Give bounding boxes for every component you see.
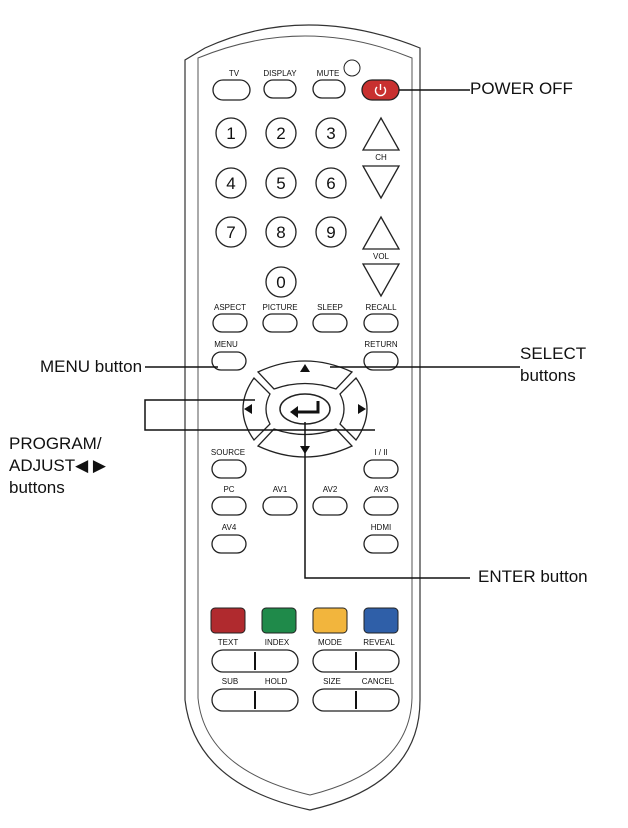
green-key[interactable] (261, 607, 297, 634)
channel-label: CH (375, 153, 387, 162)
program-adjust-leader (144, 399, 375, 431)
callout-lines (144, 89, 520, 579)
digit-5-label: 5 (276, 174, 285, 193)
digit-8-button[interactable] (265, 216, 297, 248)
channel-down-button[interactable] (361, 165, 401, 200)
aspect-label: ASPECT (214, 303, 246, 312)
av3-button[interactable] (363, 496, 399, 516)
digit-0-label: 0 (276, 273, 285, 292)
digit-6-label: 6 (326, 174, 335, 193)
arrow-up-icon (300, 364, 310, 372)
enter-leader (304, 422, 470, 579)
number-pad: 1 2 3 4 5 6 7 8 9 0 (215, 117, 347, 298)
digit-4-button[interactable] (215, 167, 247, 199)
source-button[interactable] (211, 459, 247, 479)
aspect-button[interactable] (212, 313, 248, 333)
volume-down-button[interactable] (361, 263, 401, 298)
pc-label: PC (223, 485, 234, 494)
digit-0-button[interactable] (265, 266, 297, 298)
return-label: RETURN (364, 340, 398, 349)
i-ii-label: I / II (374, 448, 387, 457)
reveal-label: REVEAL (363, 638, 395, 647)
av2-button[interactable] (312, 496, 348, 516)
tv-button[interactable] (212, 79, 251, 101)
hdmi-label: HDMI (371, 523, 391, 532)
power-icon (374, 84, 387, 97)
return-button[interactable] (363, 351, 399, 371)
mode-label: MODE (318, 638, 342, 647)
digit-3-button[interactable] (315, 117, 347, 149)
pc-button[interactable] (211, 496, 247, 516)
mute-label: MUTE (317, 69, 340, 78)
enter-icon (290, 401, 320, 418)
digit-5-button[interactable] (265, 167, 297, 199)
blue-key[interactable] (363, 607, 399, 634)
cancel-label: CANCEL (362, 677, 395, 686)
select-up-button[interactable] (256, 360, 354, 390)
source-label: SOURCE (211, 448, 245, 457)
av1-label: AV1 (273, 485, 288, 494)
digit-9-label: 9 (326, 223, 335, 242)
digit-1-button[interactable] (215, 117, 247, 149)
arrow-left-icon (244, 404, 252, 414)
channel-up-button[interactable] (361, 116, 401, 151)
digit-7-button[interactable] (215, 216, 247, 248)
text-label: TEXT (218, 638, 239, 647)
ir-sensor (343, 59, 361, 77)
menu-button[interactable] (211, 351, 247, 371)
digit-7-label: 7 (226, 223, 235, 242)
tv-label: TV (229, 69, 240, 78)
size-label: SIZE (323, 677, 341, 686)
picture-button[interactable] (262, 313, 298, 333)
index-label: INDEX (265, 638, 290, 647)
recall-button[interactable] (363, 313, 399, 333)
volume-label: VOL (373, 252, 390, 261)
digit-4-label: 4 (226, 174, 235, 193)
digit-2-button[interactable] (265, 117, 297, 149)
av4-label: AV4 (222, 523, 237, 532)
digit-1-label: 1 (226, 124, 235, 143)
digit-2-label: 2 (276, 124, 285, 143)
adjust-left-button[interactable] (242, 376, 271, 442)
picture-label: PICTURE (262, 303, 297, 312)
mute-button[interactable] (312, 79, 346, 99)
digit-3-label: 3 (326, 124, 335, 143)
volume-up-button[interactable] (361, 215, 401, 250)
i-ii-button[interactable] (363, 459, 399, 479)
av2-label: AV2 (323, 485, 338, 494)
sleep-button[interactable] (312, 313, 348, 333)
display-button[interactable] (263, 79, 297, 99)
display-label: DISPLAY (263, 69, 297, 78)
enter-button[interactable] (279, 393, 331, 425)
hold-label: HOLD (265, 677, 287, 686)
menu-label: MENU (214, 340, 238, 349)
av1-button[interactable] (262, 496, 298, 516)
arrow-right-icon (358, 404, 366, 414)
adjust-right-button[interactable] (339, 376, 368, 442)
digit-9-button[interactable] (315, 216, 347, 248)
red-key[interactable] (210, 607, 246, 634)
digit-8-label: 8 (276, 223, 285, 242)
recall-label: RECALL (365, 303, 397, 312)
digit-6-button[interactable] (315, 167, 347, 199)
hdmi-button[interactable] (363, 534, 399, 554)
sub-label: SUB (222, 677, 238, 686)
av4-button[interactable] (211, 534, 247, 554)
av3-label: AV3 (374, 485, 389, 494)
sleep-label: SLEEP (317, 303, 343, 312)
yellow-key[interactable] (312, 607, 348, 634)
